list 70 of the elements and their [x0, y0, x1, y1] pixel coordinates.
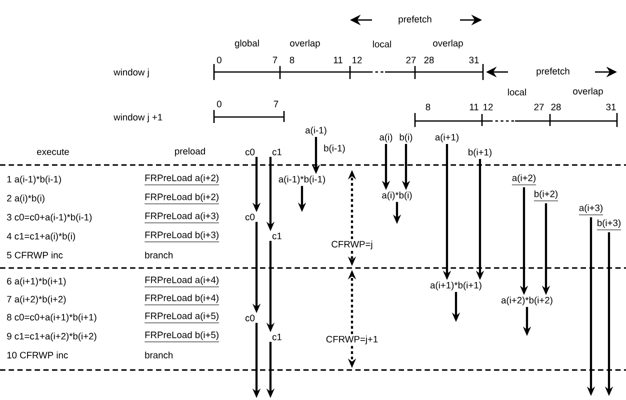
tick-label: 11: [334, 56, 342, 64]
operand-label: c0: [245, 214, 255, 220]
operand-label: b(i): [400, 134, 412, 142]
preload-text: FRPreLoad a(i+5): [144, 312, 220, 324]
instruction-text: 5 CFRWP inc: [6, 252, 63, 258]
axis-title: window j +1: [114, 114, 162, 122]
tick-label: 11: [470, 104, 478, 110]
preload-text: FRPreLoad b(i+5): [144, 331, 220, 342]
preload-text: FRPreLoad a(i+4): [144, 276, 220, 288]
range-label: prefetch: [398, 16, 432, 24]
tick-label: 8: [426, 104, 430, 110]
operand-label: a(i)*b(i): [382, 192, 412, 200]
instruction-text: 8 c0=c0+a(i+1)*b(i+1): [7, 314, 96, 322]
operand-label: b(i-1): [324, 144, 345, 154]
region-label: overlap: [433, 40, 463, 48]
operand-label: a(i+1): [435, 134, 458, 142]
tick-label: 7: [274, 100, 278, 108]
region-label: overlap: [573, 88, 603, 96]
operand-label: a(i): [380, 134, 392, 142]
column-header: execute: [37, 148, 69, 156]
operand-label: b(i+3): [596, 219, 622, 230]
preload-text: FRPreLoad b(i+3): [144, 231, 220, 242]
region-label: local: [508, 88, 526, 96]
tick-label: 8: [290, 56, 294, 64]
operand-label: a(i+2)*b(i+2): [501, 296, 552, 306]
preload-text: FRPreLoad a(i+3): [144, 212, 220, 224]
tick-label: 27: [406, 56, 416, 64]
operand-label: a(i+1)*b(i+1): [430, 282, 482, 290]
tick-label: 27: [534, 104, 544, 110]
axis-title: window j: [114, 68, 149, 78]
operand-label: c0: [245, 314, 255, 322]
column-header: preload: [175, 148, 205, 156]
instruction-text: 2 a(i)*b(i): [7, 194, 44, 204]
instruction-text: 9 c1=c1+a(i+2)*b(i+2): [7, 332, 96, 342]
preload-text: FRPreLoad b(i+2): [144, 193, 220, 204]
operand-label: c1: [272, 334, 282, 340]
operand-label: b(i+2): [534, 190, 558, 202]
tick-label: 0: [216, 56, 222, 64]
instruction-text: 10 CFRWP inc: [7, 352, 68, 358]
region-label: overlap: [290, 40, 320, 48]
tick-label: 28: [551, 104, 561, 110]
operand-label: a(i+2): [512, 174, 536, 186]
region-label: local: [373, 40, 391, 48]
tick-label: 0: [216, 100, 222, 108]
instruction-text: 7 a(i+2)*b(i+2): [7, 296, 66, 304]
tick-label: 12: [352, 56, 362, 64]
tick-label: 7: [272, 56, 278, 64]
operand-label: c0: [245, 148, 255, 156]
operand-label: CFRWP=j: [332, 240, 372, 250]
preload-text: branch: [145, 252, 173, 258]
operand-label: a(i+3): [578, 204, 604, 216]
instruction-text: 3 c0=c0+a(i-1)*b(i-1): [6, 214, 92, 222]
operand-label: c1: [272, 148, 282, 156]
tick-label: 12: [484, 104, 493, 110]
region-label: global: [234, 40, 259, 48]
instruction-text: 4 c1=c1+a(i)*b(i): [6, 232, 75, 242]
tick-label: 31: [469, 56, 479, 64]
operand-label: a(i-1): [306, 126, 326, 136]
operand-label: CFRWP=j+1: [326, 336, 378, 344]
operand-label: c1: [272, 232, 282, 240]
preload-text: branch: [145, 352, 173, 358]
preload-text: FRPreLoad b(i+4): [144, 294, 220, 306]
instruction-text: 6 a(i+1)*b(i+1): [7, 278, 66, 286]
range-label: prefetch: [536, 68, 570, 76]
operand-label: a(i-1)*b(i-1): [278, 176, 325, 184]
tick-label: 31: [606, 104, 616, 110]
tick-label: 28: [424, 56, 434, 64]
instruction-text: 1 a(i-1)*b(i-1): [7, 176, 61, 184]
preload-text: FRPreLoad a(i+2): [144, 174, 220, 186]
operand-label: b(i+1): [468, 148, 492, 158]
